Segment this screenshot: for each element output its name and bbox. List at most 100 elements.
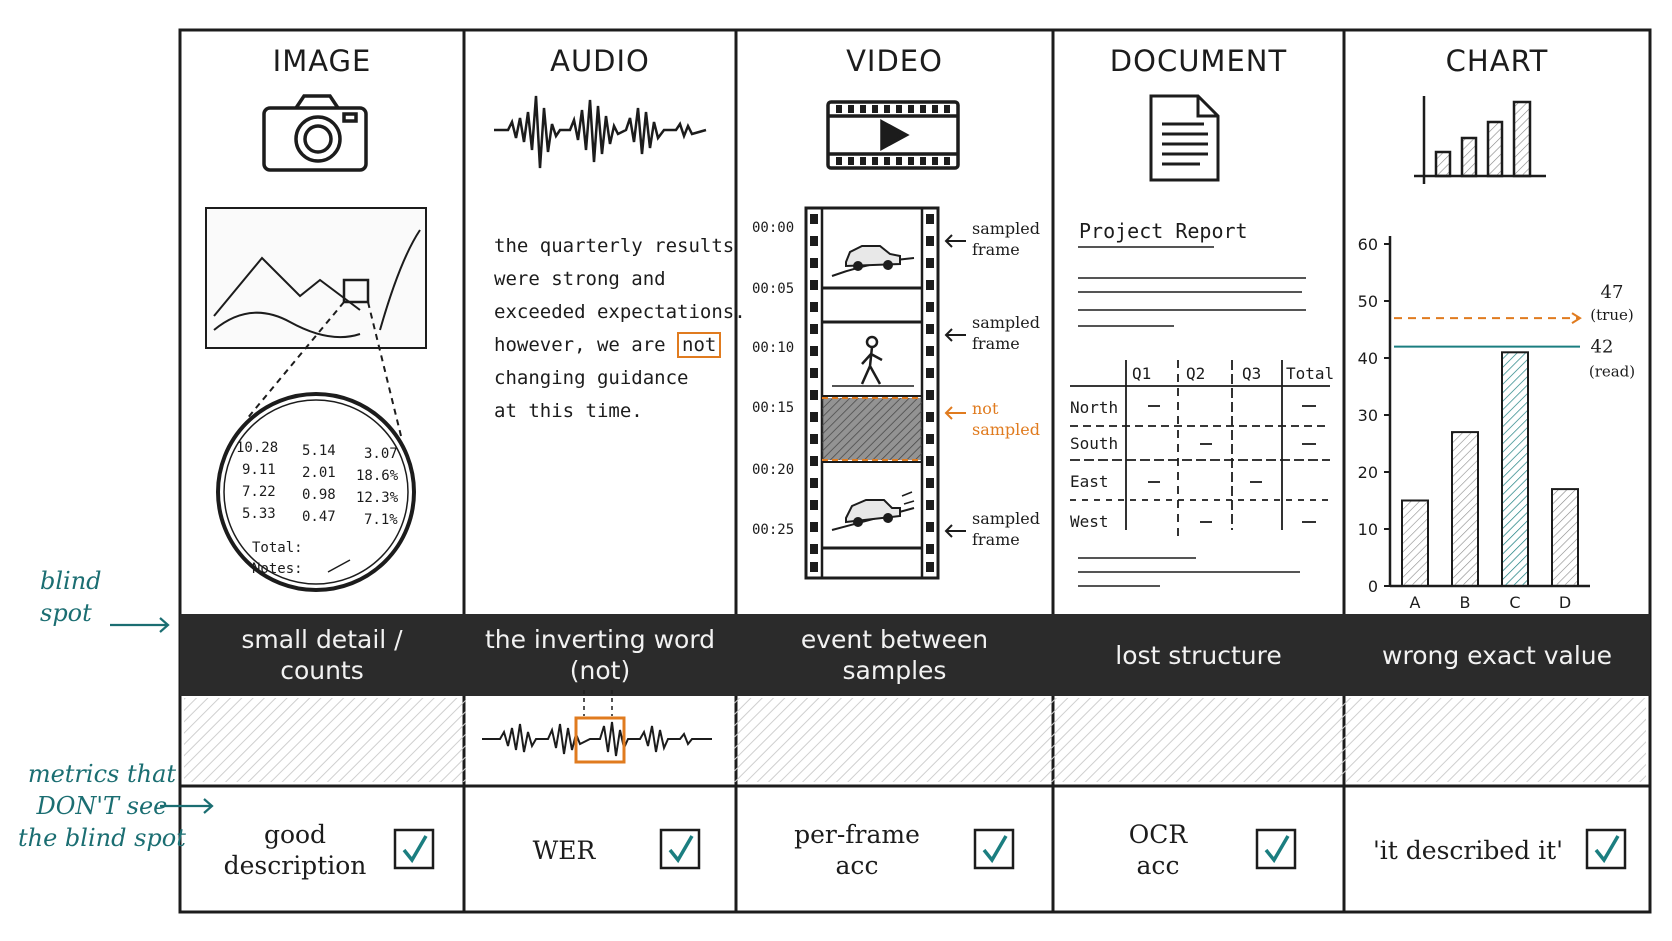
side-arrows bbox=[110, 617, 214, 814]
bar-chart: 0 10 20 30 40 50 60A B C D 47 (true) 42 (read) bbox=[1358, 235, 1636, 612]
x-tick-label: C bbox=[1509, 593, 1520, 612]
metric-video: per-frame acc bbox=[794, 820, 920, 880]
document-title: Project Report bbox=[1079, 219, 1248, 243]
transcript-line: were strong and bbox=[494, 268, 666, 290]
bar-B bbox=[1451, 431, 1479, 587]
doc-header-q3: Q3 bbox=[1242, 364, 1262, 383]
video-timestamp: 00:05 bbox=[752, 281, 795, 297]
doc-row-north: North bbox=[1070, 398, 1119, 417]
document-table bbox=[1070, 360, 1330, 536]
y-tick-label: 20 bbox=[1358, 463, 1378, 482]
metric-chart: 'it described it' bbox=[1372, 835, 1564, 865]
y-tick-label: 40 bbox=[1358, 349, 1378, 368]
side-note-blind-spot: blind spot bbox=[40, 567, 102, 627]
mag-notes-label: Notes: bbox=[252, 561, 303, 577]
video-icon-perfs bbox=[836, 105, 950, 165]
x-tick-label: B bbox=[1460, 593, 1471, 612]
metric-audio: WER bbox=[532, 835, 596, 865]
y-tick-label: 30 bbox=[1358, 406, 1378, 425]
mag-cell: 7.22 bbox=[242, 484, 276, 500]
mag-cell: 12.3% bbox=[356, 490, 399, 506]
landscape-picture bbox=[205, 207, 427, 349]
doc-header-total: Total bbox=[1286, 364, 1335, 383]
outer-frame bbox=[178, 28, 1652, 914]
video-timestamp: 00:15 bbox=[752, 400, 795, 416]
column-title-video: VIDEO bbox=[846, 44, 943, 78]
y-tick-label: 50 bbox=[1358, 292, 1378, 311]
magnifier bbox=[216, 301, 416, 592]
bar-A bbox=[1401, 499, 1429, 587]
checkboxes bbox=[393, 828, 1627, 870]
film-strip bbox=[804, 206, 940, 580]
check-marks bbox=[402, 835, 1620, 864]
metric-document: OCR acc bbox=[1128, 820, 1188, 880]
doc-row-west: West bbox=[1070, 512, 1109, 531]
transcript-line: however, we are bbox=[494, 334, 666, 356]
true-value-arrow bbox=[1571, 312, 1582, 324]
audio-waveform-small bbox=[482, 690, 712, 764]
blind-spot-audio: the inverting word (not) bbox=[484, 625, 716, 685]
metric-image: good description bbox=[223, 820, 367, 880]
column-title-document: DOCUMENT bbox=[1109, 44, 1288, 78]
doc-row-south: South bbox=[1070, 434, 1119, 453]
mag-cell: 0.98 bbox=[302, 487, 336, 503]
document-icon bbox=[1149, 94, 1220, 182]
walker-frame bbox=[832, 335, 914, 387]
bar-D bbox=[1551, 488, 1579, 588]
blind-spot-image: small detail / counts bbox=[241, 625, 403, 685]
film-perforations bbox=[810, 214, 934, 572]
x-tick-label: A bbox=[1410, 593, 1421, 612]
mag-total-label: Total: bbox=[252, 540, 303, 556]
video-note-arrows bbox=[944, 234, 966, 538]
document-lines bbox=[1078, 246, 1306, 587]
column-title-image: IMAGE bbox=[272, 44, 372, 78]
waveform-icon bbox=[494, 95, 707, 169]
x-tick-label: D bbox=[1559, 593, 1571, 612]
y-tick-label: 0 bbox=[1368, 577, 1378, 596]
audio-transcript: the quarterly results were strong and ex… bbox=[494, 230, 754, 428]
video-timestamp: 00:25 bbox=[752, 522, 795, 538]
column-title-audio: AUDIO bbox=[550, 44, 650, 78]
mag-cell: 5.14 bbox=[302, 443, 336, 459]
video-timestamp: 00:20 bbox=[752, 462, 795, 478]
video-note-sampled: sampled frame bbox=[972, 219, 1040, 259]
blind-spot-video: event between samples bbox=[800, 625, 989, 685]
mag-cell: 2.01 bbox=[302, 465, 336, 481]
transcript-line: exceeded expectations. bbox=[494, 301, 746, 323]
mag-cell: 18.6% bbox=[356, 468, 399, 484]
mag-cell: 5.33 bbox=[242, 506, 276, 522]
true-value-caption: (true) bbox=[1590, 306, 1633, 324]
transcript-line: changing guidance bbox=[494, 367, 689, 389]
hatched-strip bbox=[184, 698, 1646, 782]
y-tick-label: 10 bbox=[1358, 520, 1378, 539]
blind-spot-band bbox=[180, 614, 1650, 696]
mag-cell: 3.07 bbox=[364, 446, 398, 462]
bar-C bbox=[1501, 351, 1529, 587]
side-note-metrics: metrics that DON'T see the blind spot bbox=[18, 760, 186, 852]
mag-cell: 7.1% bbox=[364, 512, 398, 528]
blind-spot-document: lost structure bbox=[1115, 640, 1282, 670]
highlighted-word: not bbox=[677, 332, 722, 358]
y-tick-label: 60 bbox=[1358, 235, 1378, 254]
doc-header-q1: Q1 bbox=[1132, 364, 1152, 383]
video-timestamp: 00:00 bbox=[752, 220, 795, 236]
car-frame-3 bbox=[831, 491, 915, 531]
blind-spot-chart: wrong exact value bbox=[1382, 640, 1612, 670]
transcript-line-with-highlight: however, we are not bbox=[494, 329, 754, 362]
true-value-label: 47 bbox=[1601, 282, 1624, 303]
transcript-line: at this time. bbox=[494, 400, 643, 422]
video-note-sampled: sampled frame bbox=[972, 313, 1040, 353]
doc-header-q2: Q2 bbox=[1186, 364, 1206, 383]
column-title-chart: CHART bbox=[1445, 44, 1549, 78]
camera-icon bbox=[262, 94, 368, 172]
read-value-caption: (read) bbox=[1589, 363, 1635, 381]
video-icon bbox=[826, 100, 960, 170]
read-value-label: 42 bbox=[1591, 337, 1614, 358]
video-note-not-sampled: not sampled bbox=[972, 399, 1040, 439]
mag-cell: 0.47 bbox=[302, 509, 336, 525]
doc-row-east: East bbox=[1070, 472, 1109, 491]
transcript-line: the quarterly results bbox=[494, 235, 735, 257]
video-timestamp: 00:10 bbox=[752, 340, 795, 356]
